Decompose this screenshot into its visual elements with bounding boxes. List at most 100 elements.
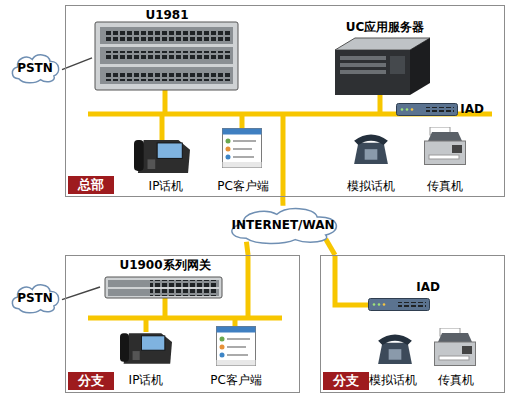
text-group: UC应用服务器 <box>325 20 445 35</box>
text-group: U1900系列网关 <box>100 258 230 273</box>
node-label: 模拟话机 <box>347 179 395 194</box>
text-group: PSTN <box>8 52 62 84</box>
text-group: PC客户端 <box>200 373 272 388</box>
server-front <box>335 50 410 95</box>
node-label: PC客户端 <box>217 179 269 194</box>
iad-device <box>397 104 458 116</box>
node-label: IP话机 <box>149 179 184 194</box>
server-bay <box>340 63 386 67</box>
text-group: 分支 <box>323 372 369 390</box>
pstn-cloud: PSTN <box>8 52 62 84</box>
text-group: IP话机 <box>128 179 204 194</box>
text-group: 总部 <box>68 176 114 194</box>
pc-client <box>217 327 256 366</box>
fax-machine <box>425 127 466 165</box>
fax-node: 传真机 <box>415 122 475 194</box>
gateway-ports <box>104 31 230 41</box>
lan-drop <box>163 90 168 114</box>
connector <box>62 58 92 70</box>
text-group: U1981 <box>92 8 242 23</box>
gateway-ports <box>150 289 216 296</box>
gateway-chassis <box>95 22 238 90</box>
lan-drop <box>160 114 165 140</box>
node-label: PSTN <box>17 61 53 76</box>
ip-phone <box>134 140 190 173</box>
lan-drop <box>378 95 383 114</box>
node-label: U1981 <box>145 8 188 23</box>
cloud-outline <box>12 55 58 83</box>
site-region: 分支 U1900系列网关 IP话机 PC客户端 <box>65 255 300 393</box>
fax-node: 传真机 <box>425 322 487 388</box>
node-label: PC客户端 <box>210 373 262 388</box>
connector <box>246 242 248 255</box>
analog-phone <box>378 334 412 364</box>
gateway-ports <box>150 280 216 287</box>
gateway-ports <box>104 51 230 61</box>
lan-bus <box>88 316 282 321</box>
analog-phone <box>354 134 388 164</box>
site-region: 总部 U1981UC应用服务器 IP话机 PC客户端 IAD 模拟话机 传真机 <box>65 5 505 197</box>
pc-client-node: PC客户端 <box>200 322 272 388</box>
connector <box>326 239 335 255</box>
server-bay <box>340 56 386 60</box>
analog-phone-node: 模拟话机 <box>335 122 407 194</box>
lan-drop <box>144 318 149 332</box>
text-group: 传真机 <box>425 373 487 388</box>
site-region: 分支 IAD 模拟话机传真机 <box>320 255 505 393</box>
text-group: IP话机 <box>112 373 180 388</box>
lan-drop <box>335 255 368 305</box>
lan-drop <box>240 114 245 130</box>
iad-device <box>369 299 430 311</box>
ip-phone-node: IP话机 <box>112 322 180 388</box>
text-group: INTERNET/WAN <box>222 205 344 245</box>
server-node: UC应用服务器 <box>325 20 445 96</box>
node-label: PSTN <box>17 291 53 306</box>
wan-cloud: INTERNET/WAN <box>222 205 344 245</box>
fax-machine <box>435 328 476 366</box>
gateway-node: U1900系列网关 <box>100 258 230 300</box>
gateway-board <box>108 280 219 287</box>
server-side <box>410 38 430 95</box>
ip-phone <box>120 333 172 363</box>
lan-drop <box>163 298 168 318</box>
text-group: 模拟话机 <box>335 179 407 194</box>
site-tag: 总部 <box>68 176 114 194</box>
iad-node: IAD <box>392 96 484 122</box>
gateway-board <box>108 289 219 296</box>
text-group: 模拟话机 <box>357 373 429 388</box>
gateway-chassis <box>105 277 222 298</box>
pc-client <box>223 129 262 168</box>
ip-phone-node: IP话机 <box>128 132 204 194</box>
pstn-cloud: PSTN <box>8 282 62 314</box>
pc-client-node: PC客户端 <box>208 124 278 194</box>
text-group: IAD <box>362 280 442 295</box>
server-panel <box>390 56 405 74</box>
node-label: 传真机 <box>438 373 474 388</box>
node-label: UC应用服务器 <box>346 20 425 35</box>
gateway-board <box>100 67 233 84</box>
node-label: IAD <box>416 280 440 295</box>
cloud-outline <box>12 285 58 313</box>
node-label: 传真机 <box>427 179 463 194</box>
gateway-ports <box>104 71 230 81</box>
text-group: IAD <box>392 96 484 122</box>
node-label: INTERNET/WAN <box>232 218 335 233</box>
text-group: 传真机 <box>415 179 475 194</box>
lan-drop <box>281 114 286 197</box>
text-group: PSTN <box>8 282 62 314</box>
gateway-board <box>100 27 233 44</box>
lan-drop <box>246 255 251 318</box>
iad-node: IAD <box>362 280 442 314</box>
site-tag: 分支 <box>68 372 114 390</box>
gateway-node: U1981 <box>92 8 242 94</box>
site-tag: 分支 <box>323 372 369 390</box>
text-group: 分支 <box>68 372 114 390</box>
lan-bus <box>88 90 492 332</box>
gateway-board <box>100 47 233 64</box>
node-label: U1900系列网关 <box>119 258 210 273</box>
connector <box>280 197 285 206</box>
text-group: PC客户端 <box>208 179 278 194</box>
